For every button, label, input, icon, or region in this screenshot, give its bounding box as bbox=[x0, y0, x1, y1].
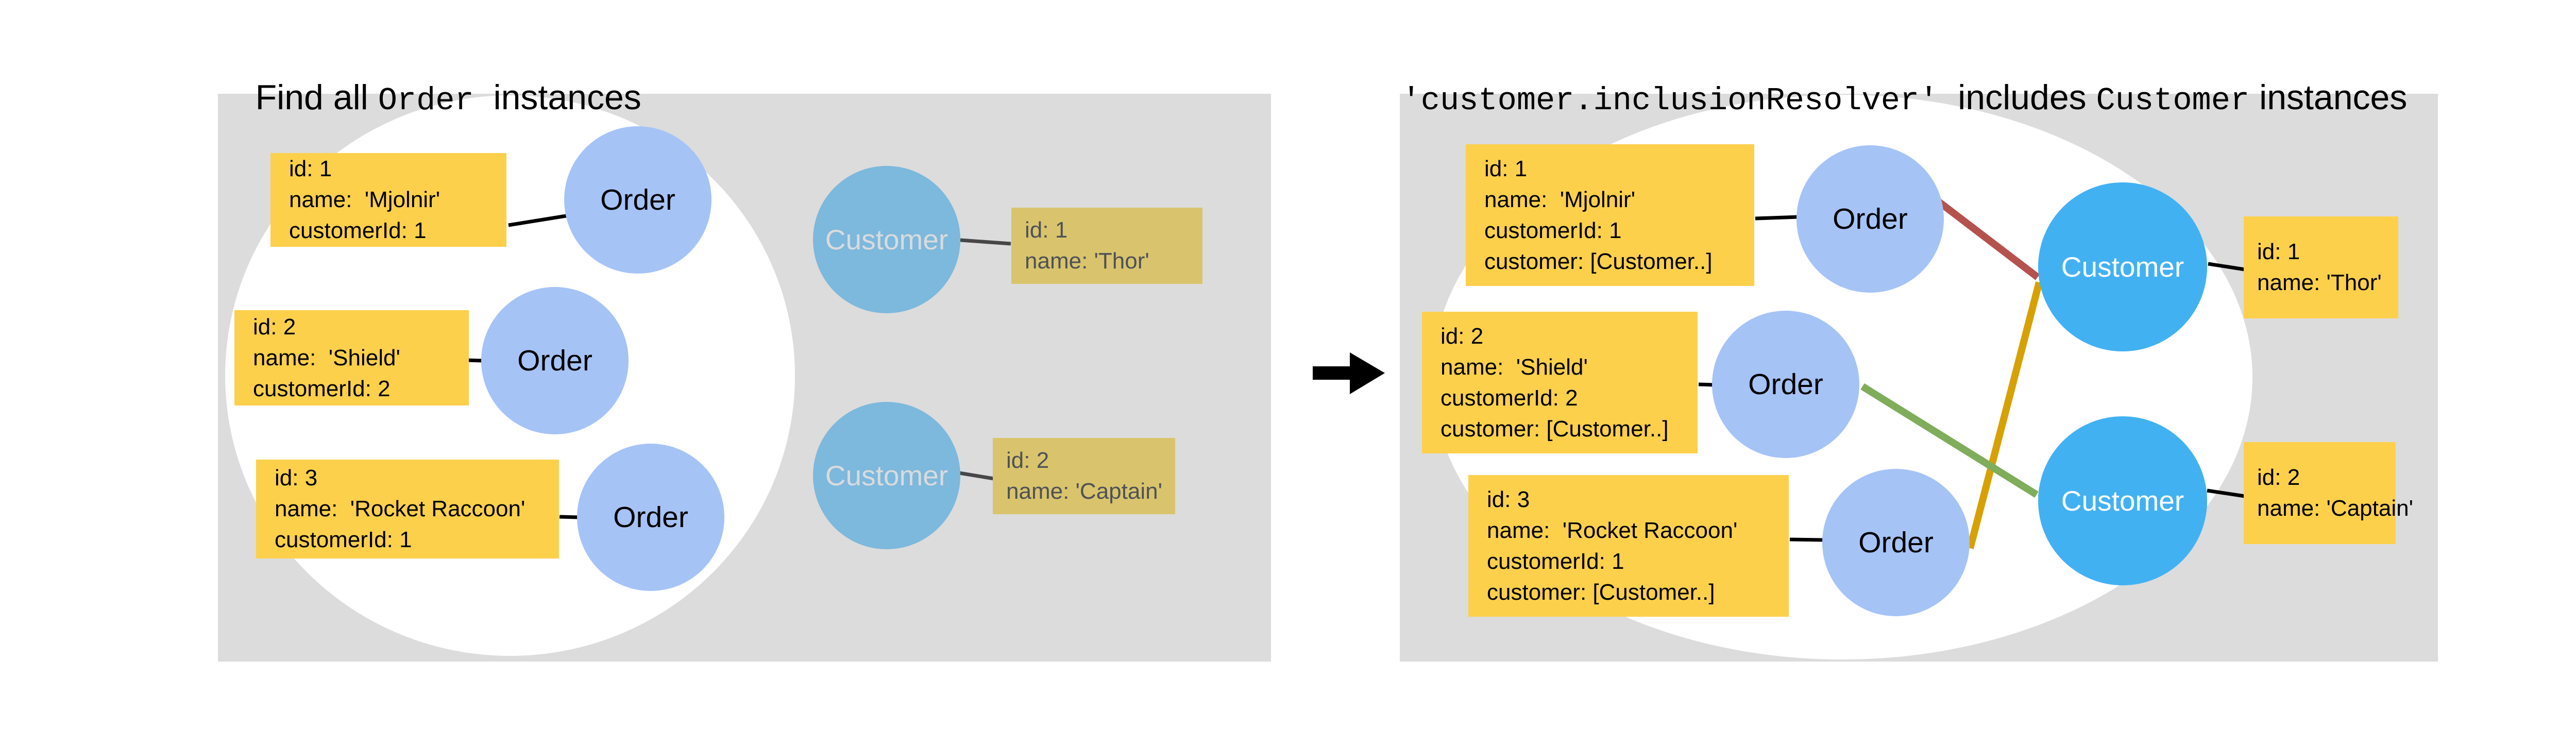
left-title-suffix: instances bbox=[473, 78, 641, 117]
note-field-name: name: 'Shield' bbox=[253, 345, 400, 370]
note-field-name: name: 'Captain' bbox=[1006, 479, 1162, 504]
note-field-id: id: 1 bbox=[2257, 239, 2300, 264]
note-field-customer-id: customerId: 1 bbox=[275, 527, 412, 552]
right-order3-label: Order bbox=[1858, 526, 1934, 559]
right-order1-label: Order bbox=[1833, 202, 1908, 235]
note-field-customer-id: customerId: 1 bbox=[1487, 548, 1624, 574]
connector-left-order1 bbox=[508, 213, 570, 227]
left-customer1-note: id: 1 name: 'Thor' bbox=[1011, 208, 1202, 284]
note-field-name: name: 'Shield' bbox=[1440, 354, 1588, 380]
connector-right-order2 bbox=[1698, 382, 1715, 387]
right-title-includes: includes bbox=[1938, 78, 2096, 117]
note-field-id: id: 2 bbox=[1006, 448, 1049, 473]
left-order3-note: id: 3 name: 'Rocket Raccoon' customerId:… bbox=[256, 460, 559, 559]
right-order3-circle: Order bbox=[1822, 469, 1970, 616]
right-customer2-circle: Customer bbox=[2038, 416, 2207, 585]
note-field-customer-id: customerId: 1 bbox=[1484, 217, 1622, 243]
right-customer1-note: id: 1 name: 'Thor' bbox=[2244, 216, 2398, 318]
right-title-resolver-code: 'customer.inclusionResolver' bbox=[1401, 82, 1939, 119]
right-customer1-circle: Customer bbox=[2038, 182, 2207, 351]
right-customer1-label: Customer bbox=[2061, 251, 2184, 283]
note-field-name: name: 'Thor' bbox=[1025, 248, 1149, 274]
note-field-customer-id: customerId: 2 bbox=[1440, 385, 1578, 411]
left-customer2-label: Customer bbox=[825, 460, 948, 492]
left-title-order-code: Order bbox=[378, 82, 474, 119]
note-field-id: id: 2 bbox=[253, 314, 296, 340]
right-order1-circle: Order bbox=[1797, 145, 1944, 293]
connector-right-customer1 bbox=[2208, 262, 2245, 272]
left-order1-note: id: 1 name: 'Mjolnir' customerId: 1 bbox=[270, 153, 506, 247]
note-field-customer-id: customerId: 1 bbox=[289, 218, 427, 243]
connector-right-customer2 bbox=[2207, 488, 2245, 498]
note-field-name: name: 'Mjolnir' bbox=[1484, 187, 1636, 212]
note-field-id: id: 1 bbox=[289, 156, 332, 181]
note-field-id: id: 1 bbox=[1025, 217, 1068, 243]
left-order2-circle: Order bbox=[481, 287, 629, 434]
connector-left-customer1 bbox=[960, 238, 1011, 246]
note-field-name: name: 'Rocket Raccoon' bbox=[275, 496, 526, 521]
left-order2-label: Order bbox=[517, 344, 592, 377]
note-field-customer: customer: [Customer..] bbox=[1484, 248, 1713, 274]
right-order1-note: id: 1 name: 'Mjolnir' customerId: 1 cust… bbox=[1466, 144, 1754, 286]
note-field-customer: customer: [Customer..] bbox=[1440, 416, 1669, 442]
left-customer1-label: Customer bbox=[825, 224, 948, 256]
note-field-customer-id: customerId: 2 bbox=[253, 376, 391, 401]
note-field-id: id: 2 bbox=[1440, 323, 1484, 349]
left-order3-label: Order bbox=[613, 501, 688, 534]
relation-line-order3-customer1 bbox=[1967, 281, 2043, 549]
right-order2-circle: Order bbox=[1712, 311, 1859, 458]
left-order3-circle: Order bbox=[577, 444, 724, 591]
right-order3-note: id: 3 name: 'Rocket Raccoon' customerId:… bbox=[1468, 475, 1789, 617]
connector-right-order3 bbox=[1789, 537, 1824, 542]
relation-line-order1-customer1 bbox=[1933, 196, 2040, 280]
transform-arrow-icon bbox=[1313, 352, 1385, 394]
left-title-prefix: Find all bbox=[255, 78, 378, 117]
note-field-id: id: 3 bbox=[275, 465, 318, 491]
note-field-name: name: 'Captain' bbox=[2257, 496, 2413, 521]
left-order1-label: Order bbox=[600, 183, 675, 216]
note-field-customer: customer: [Customer..] bbox=[1487, 579, 1715, 605]
left-customer2-note: id: 2 name: 'Captain' bbox=[993, 438, 1175, 514]
right-customer2-note: id: 2 name: 'Captain' bbox=[2244, 442, 2413, 544]
left-customer2-circle: Customer bbox=[813, 402, 960, 549]
note-field-name: name: 'Mjolnir' bbox=[289, 187, 440, 212]
note-field-id: id: 2 bbox=[2257, 465, 2300, 490]
left-order2-note: id: 2 name: 'Shield' customerId: 2 bbox=[234, 310, 469, 405]
relation-line-order2-customer2 bbox=[1860, 383, 2039, 498]
note-field-id: id: 3 bbox=[1487, 486, 1530, 512]
left-customer1-circle: Customer bbox=[813, 166, 960, 313]
left-order1-circle: Order bbox=[564, 126, 711, 274]
left-panel-title: Find all Order instances bbox=[216, 37, 641, 159]
connector-right-order1 bbox=[1755, 215, 1800, 221]
note-field-id: id: 1 bbox=[1484, 156, 1528, 181]
right-title-suffix: instances bbox=[2249, 78, 2408, 117]
right-title-customer-code: Customer bbox=[2096, 82, 2250, 119]
right-order2-note: id: 2 name: 'Shield' customerId: 2 custo… bbox=[1422, 312, 1698, 453]
right-order2-label: Order bbox=[1748, 368, 1823, 401]
note-field-name: name: 'Thor' bbox=[2257, 270, 2382, 295]
right-customer2-label: Customer bbox=[2061, 485, 2184, 517]
note-field-name: name: 'Rocket Raccoon' bbox=[1487, 517, 1738, 543]
right-panel-title: 'customer.inclusionResolver' includes Cu… bbox=[1363, 37, 2408, 159]
connector-left-customer2 bbox=[959, 471, 994, 481]
